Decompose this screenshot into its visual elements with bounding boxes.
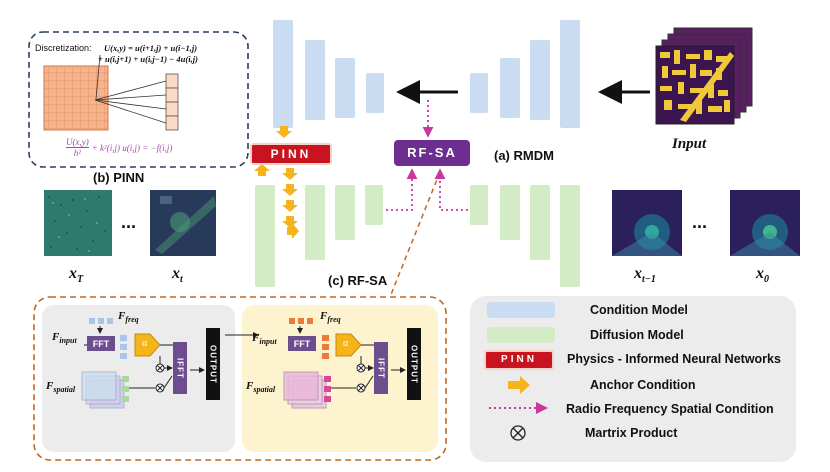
diffusion-bar	[305, 185, 325, 260]
diffusion-bar	[470, 185, 488, 225]
rmdm-caption: (a) RMDM	[494, 148, 554, 163]
helmholtz-rest: + k²(i,j) u(i,j) = −f(i,j)	[91, 142, 173, 153]
input-label: Input	[672, 136, 707, 152]
noise-texture	[48, 196, 106, 250]
output-block-2: OUTPUT	[407, 328, 421, 400]
rf-arrow-left	[386, 168, 418, 211]
f-spatial-label-2: Fspatial	[246, 380, 276, 395]
anchor-arrows	[254, 126, 299, 239]
discretization-label: Discretization:	[35, 43, 92, 53]
noise-image-xT	[44, 190, 112, 256]
alpha-label-2: α	[343, 338, 349, 349]
legend-pinn-badge: PINN	[484, 350, 554, 370]
eq-line1: U(x,y) = u(i+1,j) + u(i−1,j)	[104, 43, 198, 53]
diffusion-bar	[335, 185, 355, 240]
pinn-caption: (b) PINN	[93, 170, 145, 185]
f-spatial-label-1: Fspatial	[46, 380, 76, 395]
helmholtz-equation: U(x,y) h² + k²(i,j) u(i,j) = −f(i,j)	[66, 137, 172, 158]
f-freq-label-2: Ffreq	[320, 310, 341, 325]
condition-bar	[530, 40, 550, 120]
legend-diffusion-label: Diffusion Model	[590, 328, 684, 342]
xt1-label: xt−1	[634, 265, 656, 286]
eq-line2: + u(i,j+1) + u(i,j−1) − 4u(i,j)	[98, 54, 198, 64]
input-image-stack	[655, 27, 753, 125]
pinn-block: PINN	[250, 143, 332, 165]
legend-condition-label: Condition Model	[590, 303, 688, 317]
xt-label: xt	[172, 265, 183, 286]
condition-bar	[560, 20, 580, 128]
output-block-1: OUTPUT	[206, 328, 220, 400]
legend-condition-swatch	[487, 302, 555, 318]
diffusion-bar	[500, 185, 520, 240]
condition-bar	[305, 40, 325, 120]
diffusion-bar	[530, 185, 550, 260]
diffusion-bar	[255, 185, 275, 287]
rf-arrow-right	[434, 168, 468, 211]
f-input-label-1: Finput	[52, 331, 77, 346]
condition-bar	[273, 20, 293, 128]
condition-bar	[366, 73, 384, 113]
diffusion-bar	[365, 185, 383, 225]
legend-anchor-arrow	[508, 376, 530, 394]
diffusion-bar	[560, 185, 580, 287]
alpha-label-1: α	[142, 338, 148, 349]
rfsa-caption: (c) RF-SA	[328, 273, 388, 288]
condition-bar	[500, 58, 520, 118]
fft-block-1: FFT	[87, 336, 115, 351]
condition-bar	[470, 73, 488, 113]
legend-product-label: Martrix Product	[585, 426, 678, 440]
ifft-block-2: IFFT	[374, 342, 388, 394]
x0-label: x0	[756, 265, 769, 286]
legend-product-symbol	[510, 425, 526, 441]
condition-bar	[335, 58, 355, 118]
ifft-block-1: IFFT	[173, 342, 187, 394]
rfsa-module-1	[81, 318, 259, 409]
legend-anchor-label: Anchor Condition	[590, 378, 696, 392]
ellipsis-left: ...	[121, 212, 137, 232]
helmholtz-num: U(x,y)	[66, 137, 89, 148]
legend-rf-label: Radio Frequency Spatial Condition	[566, 402, 774, 416]
f-input-label-2: Finput	[252, 332, 277, 347]
rfsa-module-2	[283, 318, 406, 409]
ellipsis-right: ...	[692, 212, 708, 232]
fft-block-2: FFT	[288, 336, 316, 351]
f-freq-label-1: Ffreq	[118, 310, 139, 325]
legend-pinn-label: Physics - Informed Neural Networks	[567, 352, 781, 366]
legend-diffusion-swatch	[487, 327, 555, 343]
helmholtz-den: h²	[73, 148, 81, 158]
xT-label: xT	[69, 265, 84, 286]
rfsa-block: RF-SA	[394, 140, 470, 166]
